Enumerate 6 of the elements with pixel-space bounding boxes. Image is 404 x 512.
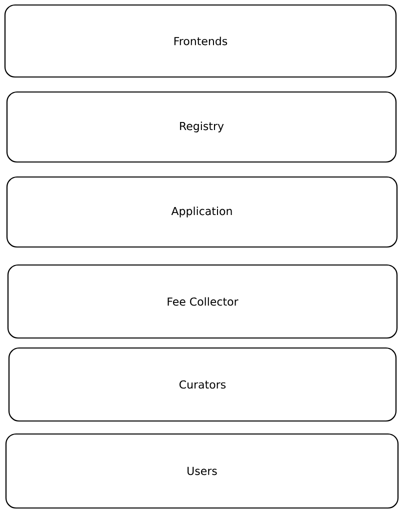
layer-box: Registry <box>6 91 397 163</box>
layer-box: Fee Collector <box>7 264 398 339</box>
layer-box: Users <box>5 433 399 509</box>
layer-box: Application <box>6 176 398 248</box>
layer-box: Curators <box>8 347 397 422</box>
layer-box: Frontends <box>4 4 397 78</box>
